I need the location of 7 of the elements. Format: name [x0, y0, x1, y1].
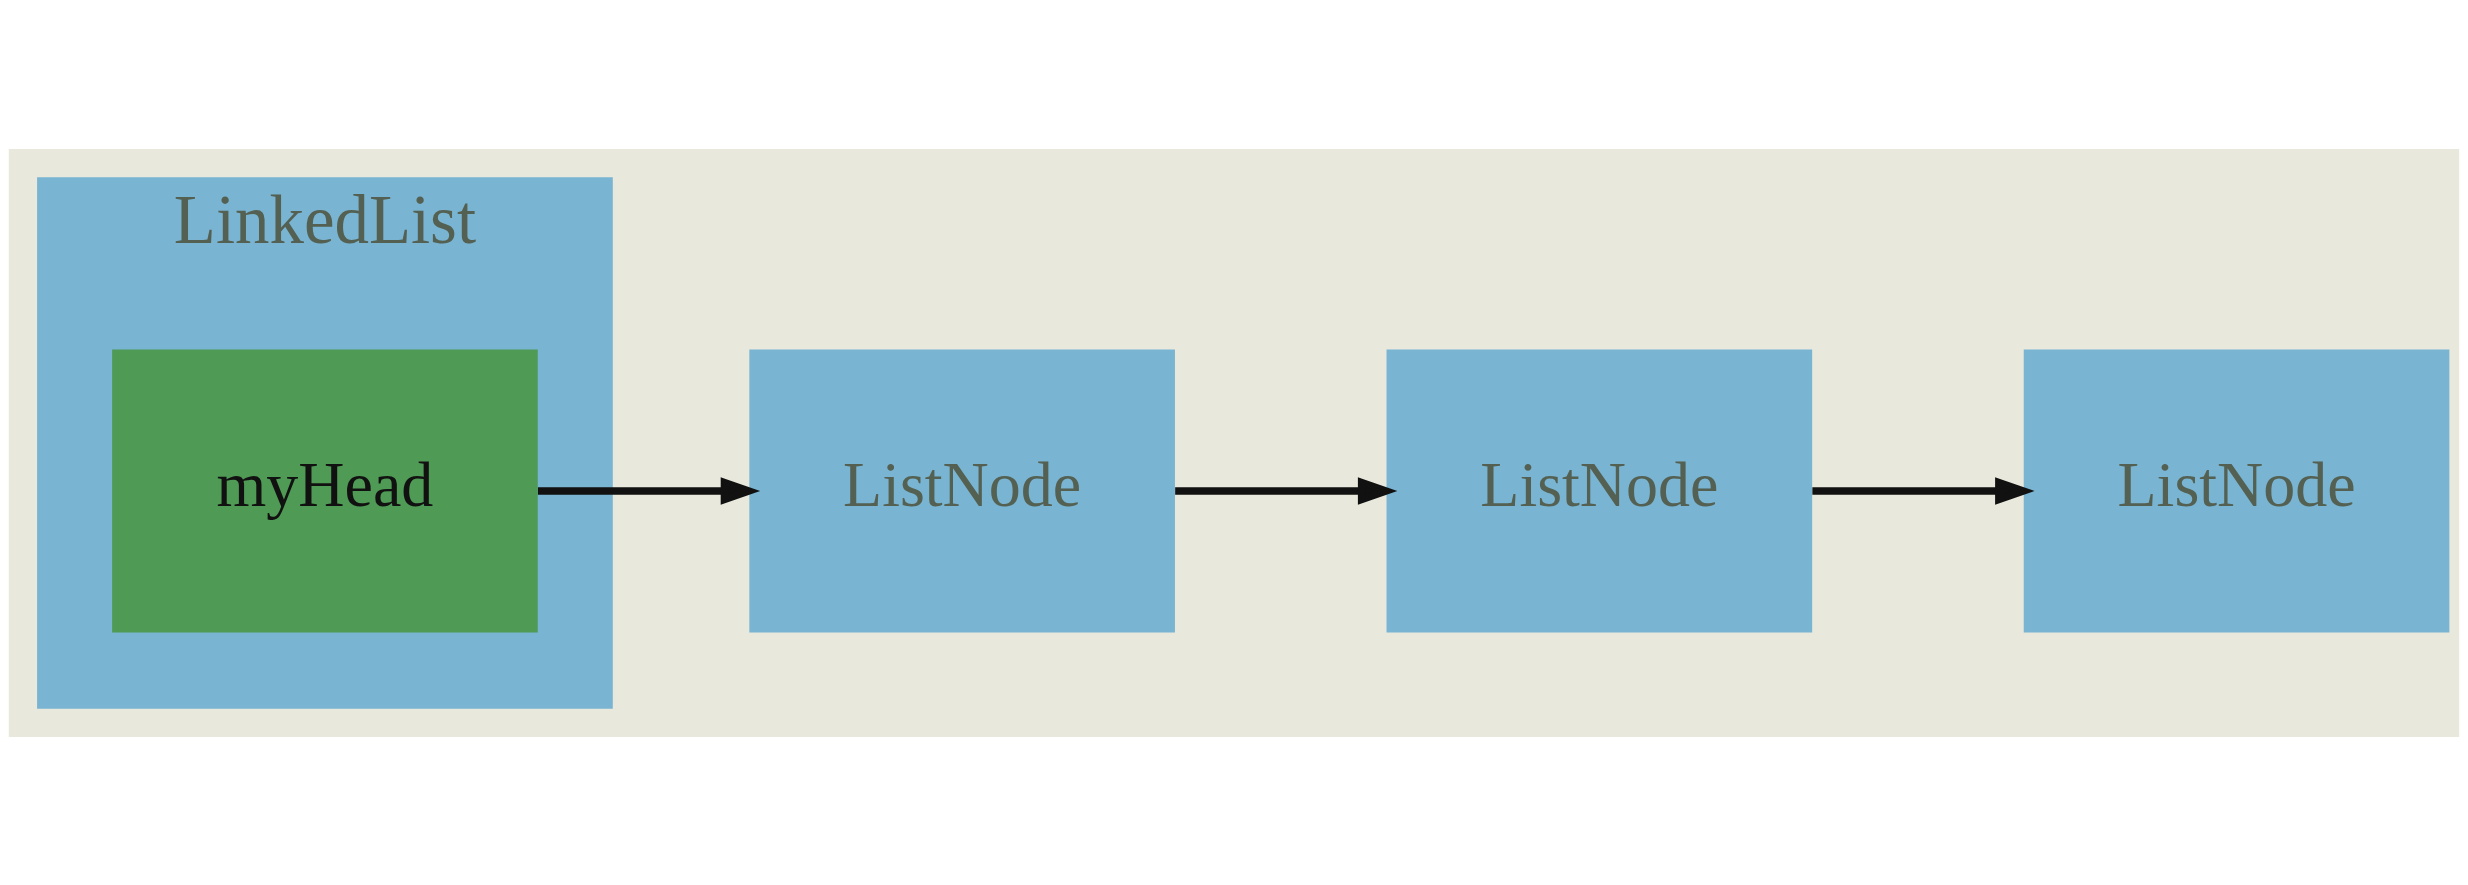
arrow	[537, 476, 761, 505]
arrow	[1175, 476, 1398, 505]
arrow	[1812, 476, 2035, 505]
node-box: myHead	[112, 349, 538, 632]
node-box: ListNode	[1386, 349, 1813, 632]
node-box: ListNode	[749, 349, 1175, 632]
node-box: ListNode	[2023, 349, 2450, 632]
